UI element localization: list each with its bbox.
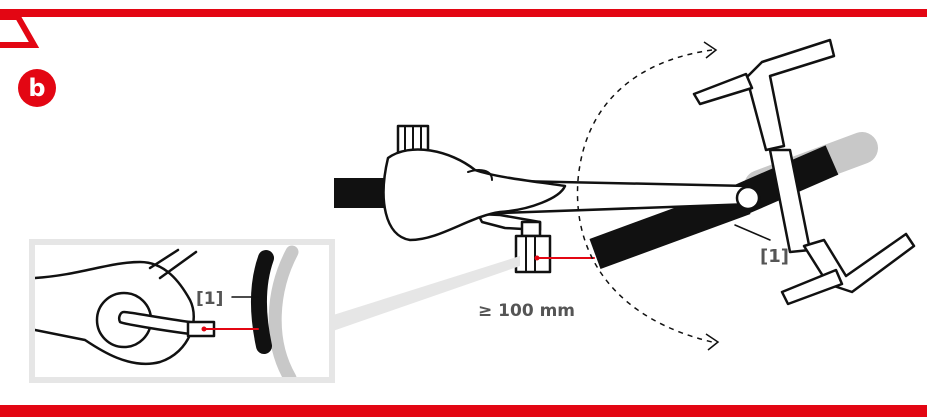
detail-ghost-part xyxy=(268,245,299,377)
detail-lever xyxy=(117,310,192,336)
detail-frame-outline xyxy=(35,260,195,365)
handlebar-upper-grip xyxy=(692,72,754,106)
step-badge: b xyxy=(18,69,56,107)
detail-connector xyxy=(330,256,520,332)
detail-inset: [1] xyxy=(29,239,335,383)
hinge-knob xyxy=(735,185,761,211)
lock-block xyxy=(514,220,552,274)
header-line xyxy=(0,9,927,17)
handlebar-upper xyxy=(740,38,836,152)
header-band xyxy=(0,9,927,48)
detail-part-1 xyxy=(251,250,274,354)
arrowhead-bottom xyxy=(705,333,720,351)
footer-band xyxy=(0,405,927,417)
bike-illustration xyxy=(334,38,916,306)
distance-label: ≥ 100 mm xyxy=(478,301,575,321)
step-badge-circle xyxy=(18,69,56,107)
part-1-leader xyxy=(734,224,771,241)
part-label-main: [1] xyxy=(760,246,789,267)
handlebar-lower-grip xyxy=(780,268,844,306)
saddle-nose-line xyxy=(467,169,493,181)
header-corner-tab xyxy=(0,14,40,48)
folding-part-1 xyxy=(589,183,751,270)
step-letter: b xyxy=(28,74,45,102)
rotation-arrow-icon xyxy=(576,41,720,351)
part-label-detail: [1] xyxy=(196,289,223,309)
arrowhead-top xyxy=(703,41,718,59)
saddle xyxy=(382,148,567,242)
